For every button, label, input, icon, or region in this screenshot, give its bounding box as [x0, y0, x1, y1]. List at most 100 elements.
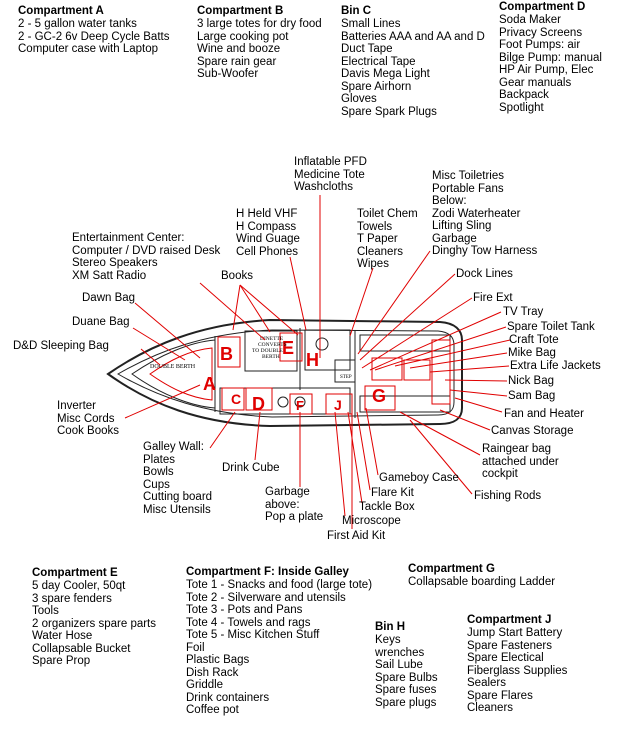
- callout-line: [347, 411, 363, 504]
- step: [334, 359, 356, 383]
- list-item: Tote 3 - Pots and Pans: [186, 604, 303, 616]
- callout-line: [124, 384, 201, 419]
- compartment-d-list: Soda Maker Privacy Screens Foot Pumps: a…: [499, 14, 602, 114]
- list-item: Plastic Bags: [186, 654, 250, 666]
- list-item: 5 day Cooler, 50qt: [32, 580, 126, 592]
- galley-counter: [219, 387, 351, 415]
- callout-line: [449, 389, 508, 397]
- list-item: Duct Tape: [341, 43, 393, 55]
- label-first-aid-kit: First Aid Kit: [327, 530, 386, 542]
- list-item: Water Hose: [32, 630, 93, 642]
- callout-line: [409, 352, 508, 369]
- callout-line: [254, 411, 261, 461]
- list-item: Drink containers: [186, 691, 270, 704]
- list-item: Coffee pot: [186, 704, 239, 716]
- callout-line: [454, 397, 503, 413]
- stove: [294, 396, 306, 408]
- compartment-a-title: Compartment A: [18, 5, 104, 17]
- callout-line: [209, 411, 236, 449]
- bin-c-block: Bin C Small Lines Batteries AAA and AA a…: [341, 5, 485, 118]
- cockpit-seat: [359, 334, 451, 352]
- bin-h-title: Bin H: [375, 621, 406, 633]
- bin-h-block: Bin H Keys wrenches Sail Lube Spare Bulb…: [375, 621, 438, 709]
- compartment-a-outline: [149, 347, 213, 401]
- callout-line: [394, 339, 511, 367]
- callout-lines: [124, 195, 511, 529]
- compartment-b-list: 3 large totes for dry food Large cooking…: [197, 18, 322, 81]
- list-item: 2 organizers spare parts: [32, 617, 157, 630]
- head-compartment: [304, 329, 351, 371]
- list-item: Sub-Woofer: [197, 68, 259, 80]
- compartment-e-list: 5 day Cooler, 50qt 3 spare fenders Tools…: [32, 580, 156, 668]
- callout-line: [356, 411, 371, 491]
- callout-line: [289, 256, 307, 331]
- list-item: Wine and booze: [197, 43, 281, 55]
- list-item: 2 - 5 gallon water tanks: [18, 18, 137, 30]
- deck-line: [116, 329, 455, 418]
- callout-line: [444, 379, 508, 382]
- bin-h-list: Keys wrenches Sail Lube Spare Bulbs Spar…: [375, 634, 438, 709]
- step-text: STEP: [340, 375, 352, 380]
- list-item: Sail Lube: [375, 659, 423, 671]
- list-item: Spare Electical: [467, 652, 544, 664]
- compartment-g-outline: [364, 385, 396, 411]
- label-dock-lines: Dock Lines: [456, 268, 513, 280]
- list-item: Backpack: [499, 89, 549, 101]
- list-item: Gloves: [341, 93, 377, 105]
- callout-line: [357, 250, 431, 355]
- list-item: Batteries AAA and AA and D: [341, 30, 485, 43]
- label-spare-toilet-tank: Spare Toilet Tank: [507, 321, 595, 333]
- list-item: Foil: [186, 641, 205, 654]
- list-item: Spare fuses: [375, 684, 437, 696]
- hull-outline: [106, 318, 463, 428]
- compartment-a-list: 2 - 5 gallon water tanks 2 - GC-2 6v Dee…: [18, 18, 169, 56]
- list-item: wrenches: [375, 646, 425, 659]
- list-item: Fiberglass Supplies: [467, 664, 568, 677]
- compartment-e-outline: [279, 332, 303, 362]
- marker-d: D: [252, 394, 265, 414]
- compartment-c-outline: [221, 387, 245, 411]
- label-sam-bag: Sam Bag: [508, 390, 556, 402]
- bin-c-list: Small Lines Batteries AAA and AA and D D…: [341, 18, 485, 118]
- callout-line: [409, 419, 473, 495]
- label-nick-bag: Nick Bag: [508, 375, 555, 387]
- list-item: Small Lines: [341, 18, 401, 30]
- list-item: Spare plugs: [375, 696, 437, 709]
- marker-a: A: [203, 374, 216, 394]
- label-entertainment: Entertainment Center:Computer / DVD rais…: [72, 232, 221, 282]
- compartment-j-title: Compartment J: [467, 614, 552, 626]
- compartment-f-list: Tote 1 - Snacks and food (large tote) To…: [186, 579, 372, 717]
- list-item: Spare Bulbs: [375, 671, 438, 684]
- label-fire-ext: Fire Ext: [473, 292, 513, 304]
- marker-e: E: [282, 338, 294, 358]
- callout-line: [369, 311, 502, 371]
- list-item: Gear manuals: [499, 76, 572, 89]
- compartment-d-title: Compartment D: [499, 1, 586, 13]
- callout-line: [439, 409, 491, 431]
- label-fishing-rods: Fishing Rods: [474, 490, 542, 502]
- list-item: Privacy Screens: [499, 26, 583, 39]
- label-dd-sleeping-bag: D&D Sleeping Bag: [13, 340, 109, 352]
- list-item: Large cooking pot: [197, 30, 289, 43]
- label-tackle-box: Tackle Box: [359, 501, 415, 513]
- list-item: Cleaners: [467, 702, 514, 714]
- compartment-j-block: Compartment J Jump Start Battery Spare F…: [467, 614, 567, 715]
- callout-line: [132, 327, 186, 361]
- list-item: Tote 5 - Misc Kitchen Stuff: [186, 629, 320, 641]
- callout-line: [134, 302, 201, 359]
- dinette: [244, 330, 298, 372]
- compartment-b-title: Compartment B: [197, 5, 284, 17]
- label-canvas-storage: Canvas Storage: [491, 425, 574, 437]
- callout-line: [199, 282, 266, 341]
- label-books: Books: [221, 270, 253, 282]
- list-item: Spare rain gear: [197, 55, 277, 68]
- label-duane-bag: Duane Bag: [72, 316, 130, 328]
- compartment-g-list: Collapsable boarding Ladder: [408, 576, 555, 589]
